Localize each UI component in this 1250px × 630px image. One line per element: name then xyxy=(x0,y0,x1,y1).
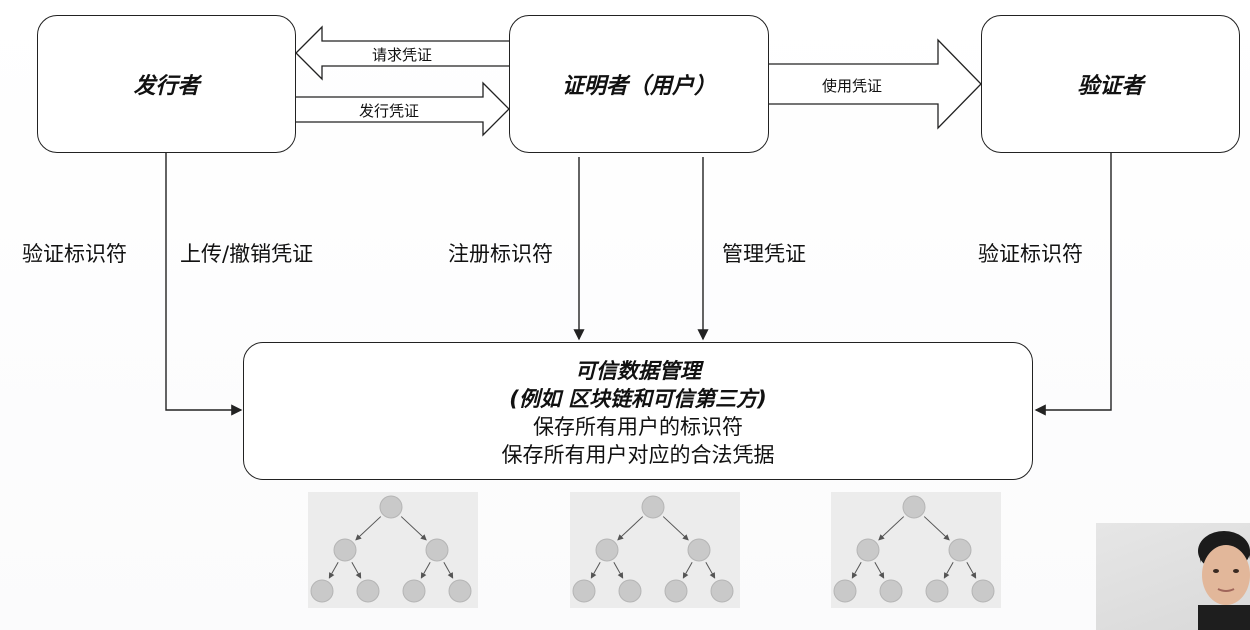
tree-node xyxy=(402,579,426,603)
holder-label: 证明者（用户） xyxy=(561,74,716,99)
tree-graphic xyxy=(572,495,734,603)
holder-box: 证明者（用户） xyxy=(509,15,769,153)
tree-edge xyxy=(420,561,431,579)
tree-edge xyxy=(923,516,950,541)
trusted-data-title: 可信数据管理 xyxy=(575,359,701,383)
tree-edge xyxy=(355,516,382,541)
verifier-to-trusted-connector xyxy=(1034,153,1112,416)
tree-node xyxy=(448,579,472,603)
tree-illustration-3 xyxy=(831,492,1001,608)
tree-node xyxy=(856,538,880,562)
trusted-data-line1: 保存所有用户的标识符 xyxy=(533,415,743,439)
tree-edge xyxy=(328,561,339,579)
request-credential-arrow xyxy=(295,25,510,81)
tree-edge xyxy=(705,561,716,579)
tree-node xyxy=(425,538,449,562)
tree-node xyxy=(333,538,357,562)
tree-node xyxy=(710,579,734,603)
tree-node xyxy=(664,579,688,603)
tree-node xyxy=(310,579,334,603)
issuer-box: 发行者 xyxy=(37,15,296,153)
holder-manage-credential-label: 管理凭证 xyxy=(722,242,806,266)
tree-edge xyxy=(662,516,689,541)
tree-node xyxy=(948,538,972,562)
trusted-data-line2: 保存所有用户对应的合法凭据 xyxy=(501,443,775,467)
tree-edge xyxy=(617,516,644,541)
tree-edge xyxy=(878,516,905,541)
tree-node xyxy=(618,579,642,603)
trusted-data-subtitle: (例如 区块链和可信第三方) xyxy=(509,387,767,411)
tree-node xyxy=(641,495,665,519)
issue-credential-label: 发行凭证 xyxy=(359,102,420,120)
tree-edge xyxy=(443,561,454,579)
tree-edge xyxy=(851,561,862,579)
verifier-verify-id-label: 验证标识符 xyxy=(978,242,1083,266)
tree-node xyxy=(879,579,903,603)
tree-edge xyxy=(351,561,362,579)
tree-edge xyxy=(400,516,427,541)
tree-node xyxy=(925,579,949,603)
request-credential-label: 请求凭证 xyxy=(372,46,433,64)
issuer-upload-revoke-label: 上传/撤销凭证 xyxy=(180,242,314,266)
trusted-data-box: 可信数据管理 (例如 区块链和可信第三方) 保存所有用户的标识符 保存所有用户对… xyxy=(243,342,1033,480)
tree-illustration-2 xyxy=(570,492,740,608)
tree-node xyxy=(572,579,596,603)
tree-edge xyxy=(966,561,977,579)
tree-edge xyxy=(943,561,954,579)
presenter-avatar xyxy=(1198,531,1250,630)
use-credential-label: 使用凭证 xyxy=(822,77,883,95)
verifier-label: 验证者 xyxy=(1077,74,1144,99)
holder-register-id-label: 注册标识符 xyxy=(448,242,553,266)
tree-node xyxy=(833,579,857,603)
verifier-box: 验证者 xyxy=(981,15,1240,153)
tree-edge xyxy=(874,561,885,579)
issuer-label: 发行者 xyxy=(133,74,200,99)
tree-node xyxy=(379,495,403,519)
issuer-verify-id-label: 验证标识符 xyxy=(22,242,127,266)
tree-node xyxy=(356,579,380,603)
tree-edge xyxy=(590,561,601,579)
tree-node xyxy=(687,538,711,562)
tree-edge xyxy=(613,561,624,579)
tree-graphic xyxy=(833,495,995,603)
tree-node xyxy=(902,495,926,519)
tree-edge xyxy=(682,561,693,579)
tree-illustration-1 xyxy=(308,492,478,608)
tree-graphic xyxy=(310,495,472,603)
tree-node xyxy=(595,538,619,562)
issuer-to-trusted-connector xyxy=(165,153,243,416)
presenter-webcam xyxy=(1096,523,1250,630)
tree-node xyxy=(971,579,995,603)
